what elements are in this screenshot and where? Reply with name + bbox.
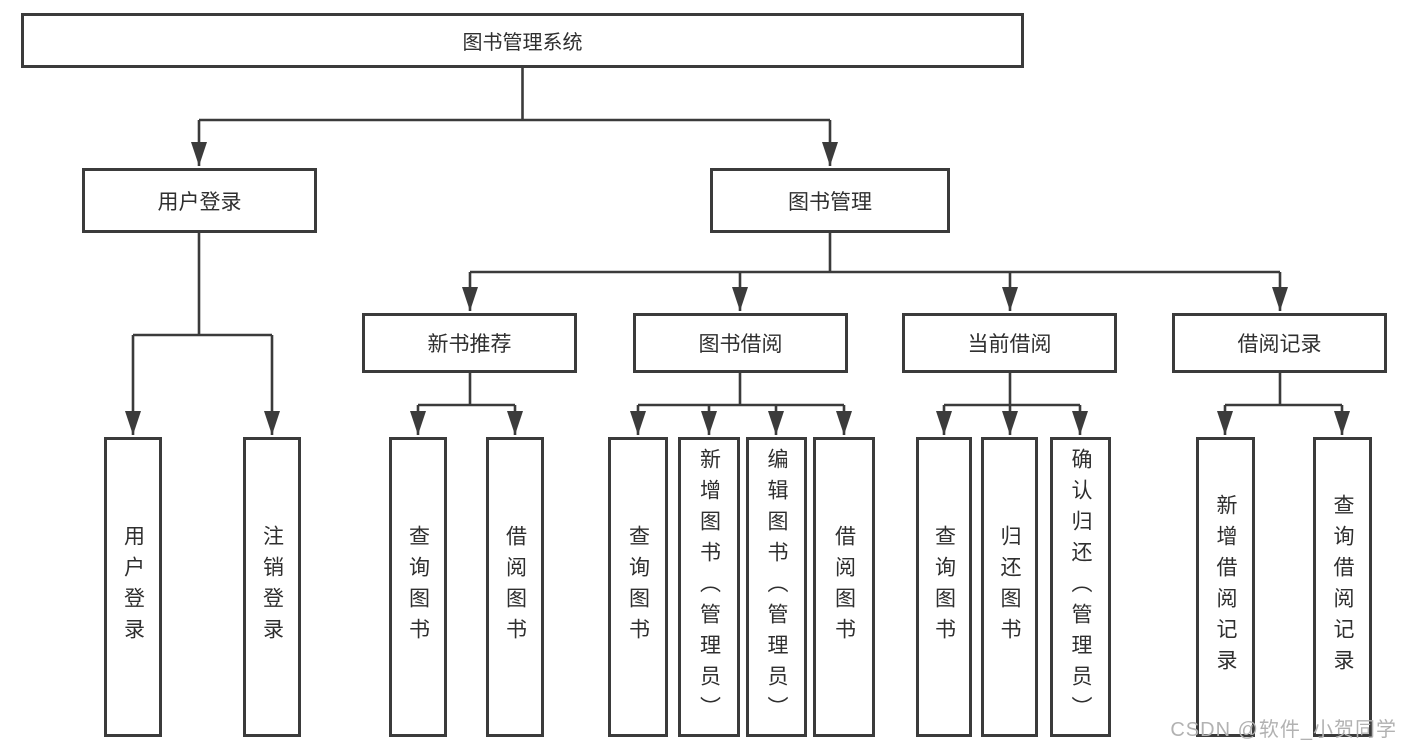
watermark: CSDN @软件_小贺同学 [1170, 719, 1397, 741]
node-label: 新增借阅记录 [1214, 494, 1237, 680]
node-label: 图书管理 [788, 190, 872, 214]
node-label: 新增图书（管理员） [697, 447, 721, 727]
node-leaf-borrow-books-borrowing: 借阅图书 [813, 437, 875, 737]
node-library-management-system: 图书管理系统 [21, 13, 1024, 68]
node-current-borrowing: 当前借阅 [902, 313, 1117, 373]
node-leaf-query-books-recommend: 查询图书 [389, 437, 447, 737]
node-label: 借阅图书 [832, 525, 856, 649]
node-label: 确认归还（管理员） [1069, 447, 1092, 727]
node-label: 用户登录 [121, 525, 145, 649]
node-label: 注销登录 [260, 525, 284, 649]
node-leaf-edit-book-admin: 编辑图书（管理员） [746, 437, 807, 737]
node-leaf-query-books-current: 查询图书 [916, 437, 972, 737]
node-book-borrowing: 图书借阅 [633, 313, 848, 373]
node-user-login: 用户登录 [82, 168, 317, 233]
node-label: 借阅图书 [503, 525, 527, 649]
node-label: 查询图书 [406, 525, 430, 649]
node-label: 查询图书 [626, 525, 650, 649]
node-borrowing-records: 借阅记录 [1172, 313, 1387, 373]
node-leaf-logout: 注销登录 [243, 437, 301, 737]
node-label: 当前借阅 [967, 333, 1052, 356]
node-leaf-add-borrow-record: 新增借阅记录 [1196, 437, 1255, 737]
node-label: 借阅记录 [1237, 333, 1322, 356]
node-leaf-query-books-borrowing: 查询图书 [608, 437, 668, 737]
node-label: 用户登录 [157, 190, 242, 214]
node-book-management: 图书管理 [710, 168, 950, 233]
node-leaf-user-login: 用户登录 [104, 437, 162, 737]
node-label: 归还图书 [998, 525, 1021, 649]
node-leaf-query-borrow-record: 查询借阅记录 [1313, 437, 1372, 737]
node-label: 图书管理系统 [462, 32, 583, 54]
node-leaf-return-book: 归还图书 [981, 437, 1038, 737]
node-label: 查询图书 [932, 525, 956, 649]
node-label: 编辑图书（管理员） [765, 447, 788, 727]
node-new-book-recommendation: 新书推荐 [362, 313, 577, 373]
node-label: 查询借阅记录 [1331, 494, 1354, 680]
node-leaf-add-book-admin: 新增图书（管理员） [678, 437, 740, 737]
node-label: 图书借阅 [698, 333, 783, 356]
node-leaf-confirm-return-admin: 确认归还（管理员） [1050, 437, 1111, 737]
node-label: 新书推荐 [427, 333, 512, 356]
node-leaf-borrow-books-recommend: 借阅图书 [486, 437, 544, 737]
